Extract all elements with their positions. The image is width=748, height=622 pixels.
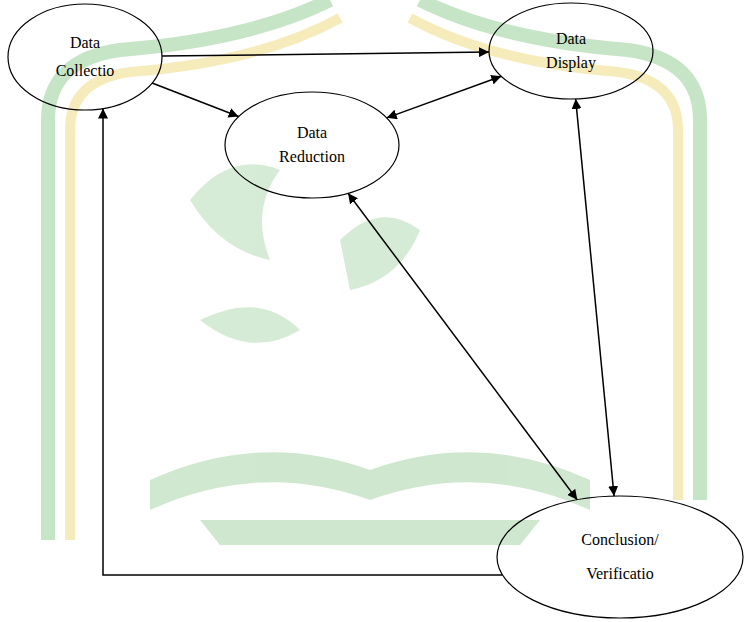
flow-arrow bbox=[103, 109, 502, 575]
process-ellipse: Data Display bbox=[488, 2, 654, 100]
ellipse-outline bbox=[7, 3, 163, 111]
process-ellipse: Conclusion/ Verificatio bbox=[496, 495, 744, 619]
watermark-emblem bbox=[190, 164, 420, 343]
ellipse-outline bbox=[496, 495, 744, 619]
node-label: Data Display bbox=[536, 27, 606, 75]
flow-arrow bbox=[576, 99, 614, 496]
node-label: Conclusion/ Verificatio bbox=[574, 523, 666, 591]
flow-arrow bbox=[152, 83, 239, 117]
node-label: Data Reduction bbox=[272, 121, 352, 169]
node-label: Data Collectio bbox=[46, 29, 124, 85]
watermark-book bbox=[150, 452, 590, 545]
process-ellipse: Data Reduction bbox=[224, 91, 400, 199]
flow-arrow bbox=[348, 193, 577, 500]
flow-arrow bbox=[162, 52, 489, 56]
ellipse-outline bbox=[224, 91, 400, 199]
watermark-arch bbox=[48, 0, 700, 540]
flow-arrow bbox=[387, 76, 502, 118]
process-ellipse: Data Collectio bbox=[7, 3, 163, 111]
ellipse-outline bbox=[488, 2, 654, 100]
